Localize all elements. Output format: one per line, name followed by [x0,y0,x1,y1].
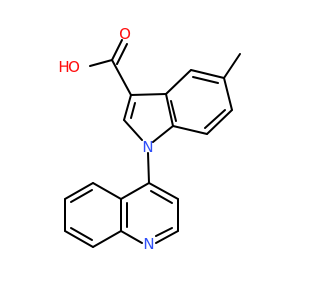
bond-n1-c4q [147,152,150,184]
bond-c4q-c3q [148,182,179,200]
bond-c2q-n-inner [155,227,173,237]
bond-c4-c5 [190,69,225,79]
bond-c3a-c4 [165,69,192,95]
bond-c4-c5-inner [192,76,219,84]
bond-layer [64,39,241,248]
atom-label-nitrogen-quinoline: N [143,235,154,253]
bond-c6-c7-inner [204,109,226,129]
bond-c2-n1 [123,119,143,141]
bond-c5q-c6q-inner [70,189,93,203]
bond-c-o-double-b [116,43,128,65]
bond-c4q-c4a [120,182,150,200]
bond-n1-c7a [152,125,174,143]
bond-c3a-c7a-inner [170,100,177,122]
bond-cooh-c3 [111,59,132,96]
atom-label-hydrogen-hydroxyl: H [58,58,69,76]
atom-label-oxygen-hydroxyl: O [68,58,80,76]
bond-c-oh [89,59,113,67]
bond-c5-methyl [223,53,241,79]
bond-c3-c2 [123,94,132,121]
bond-c7q-c8q-inner [70,227,93,241]
bond-c7-c7a [172,125,208,135]
bond-c5-c6 [223,77,233,111]
bond-c2q-n [155,230,179,244]
bond-c4a-c5q [92,182,122,200]
bond-n-c8a [120,230,143,244]
bond-c3-c3a [130,93,167,96]
bond-c3-c2-inner [130,102,136,119]
molecule-diagram: O H O N N [58,25,241,253]
bond-c3a-c7a [165,93,174,127]
bond-c7q-c8q [64,230,94,248]
bond-c4q-c3q-inner [150,190,173,204]
bond-c6-c7 [206,109,233,135]
bond-c-o-double-a [111,39,123,61]
atom-label-oxygen-carbonyl: O [119,25,131,43]
atom-label-nitrogen-indole: N [142,138,153,156]
bond-c8q-c8a [92,230,122,248]
bond-c5q-c6q [64,182,94,200]
